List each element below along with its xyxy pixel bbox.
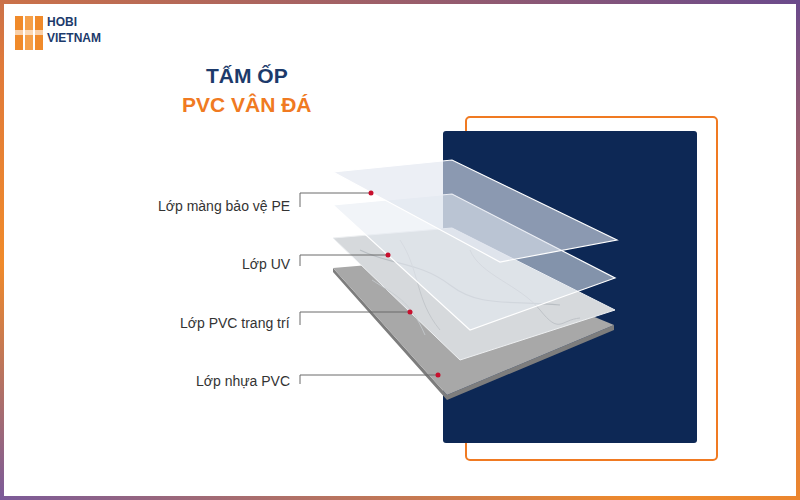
logo-text: VIETNAM <box>47 31 101 45</box>
leader-dots <box>369 191 441 378</box>
diagram-title: TẤM ỐP <box>206 64 288 88</box>
pe-layer <box>333 160 617 262</box>
layer-label: Lớp nhựa PVC <box>196 373 290 389</box>
diagram-subtitle: PVC VÂN ĐÁ <box>182 93 312 117</box>
logo-icon <box>15 16 43 50</box>
layer-label: Lớp PVC trang trí <box>180 315 290 331</box>
layer-label: Lớp màng bảo vệ PE <box>158 198 290 214</box>
leader-lines <box>300 193 438 384</box>
layer-label: Lớp UV <box>242 256 290 272</box>
logo-text: HOBI <box>47 15 77 29</box>
